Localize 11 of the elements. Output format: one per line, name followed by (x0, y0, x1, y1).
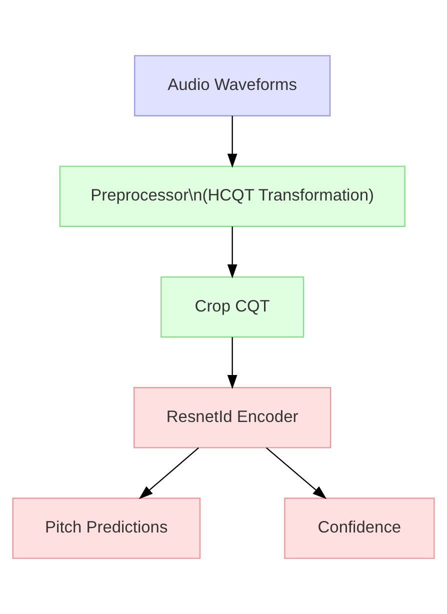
node-box: Pitch Predictions (12, 498, 201, 559)
node-box: Preprocessor\n(HCQT Transformation) (59, 166, 406, 227)
arrow (227, 116, 238, 168)
arrow (227, 337, 238, 390)
arrow (227, 226, 238, 278)
node-box: Confidence (284, 498, 435, 559)
arrow (138, 447, 199, 500)
arrow (266, 447, 327, 500)
node-box: Audio Waveforms (134, 55, 331, 116)
node-box: Crop CQT (160, 276, 304, 338)
node-box: ResnetId Encoder (133, 387, 332, 448)
